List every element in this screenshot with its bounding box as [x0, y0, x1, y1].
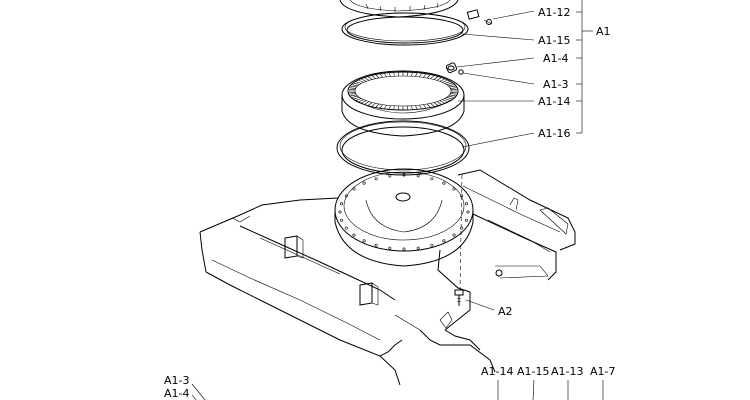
top-ring: [339, 0, 459, 18]
bottom-callout-a1-4: A1-4: [164, 387, 190, 400]
bottom-callout-a1-7: A1-7: [590, 365, 616, 378]
part-a1-4: [445, 62, 458, 74]
callout-a1-4: A1-4: [543, 52, 569, 65]
upper-frame: [199, 168, 576, 386]
bottom-left-leaders: [191, 383, 206, 400]
bottom-callout-a1-14: A1-14: [481, 365, 514, 378]
callout-a1-15: A1-15: [538, 34, 571, 47]
callout-a1: A1: [596, 25, 611, 38]
leader-lines: [456, 0, 593, 148]
bottom-right-leaders: [497, 379, 604, 400]
bottom-callout-a1-13: A1-13: [551, 365, 584, 378]
callout-a1-16: A1-16: [538, 127, 571, 140]
callout-a1-14: A1-14: [538, 95, 571, 108]
callout-a1-12: A1-12: [538, 6, 571, 19]
bottom-callout-a1-3: A1-3: [164, 374, 190, 387]
part-a1-12: [466, 9, 493, 25]
centerline: [459, 174, 463, 291]
bottom-callout-a1-15: A1-15: [517, 365, 550, 378]
ring-gear-a1-14: [341, 70, 465, 137]
part-a1-3: [458, 69, 464, 75]
seal-ring-a1-15: [341, 12, 469, 46]
callout-a2: A2: [498, 305, 513, 318]
bolt-a2: [454, 289, 495, 311]
callout-a1-3: A1-3: [543, 78, 569, 91]
seal-ring-a1-16: [336, 120, 470, 176]
